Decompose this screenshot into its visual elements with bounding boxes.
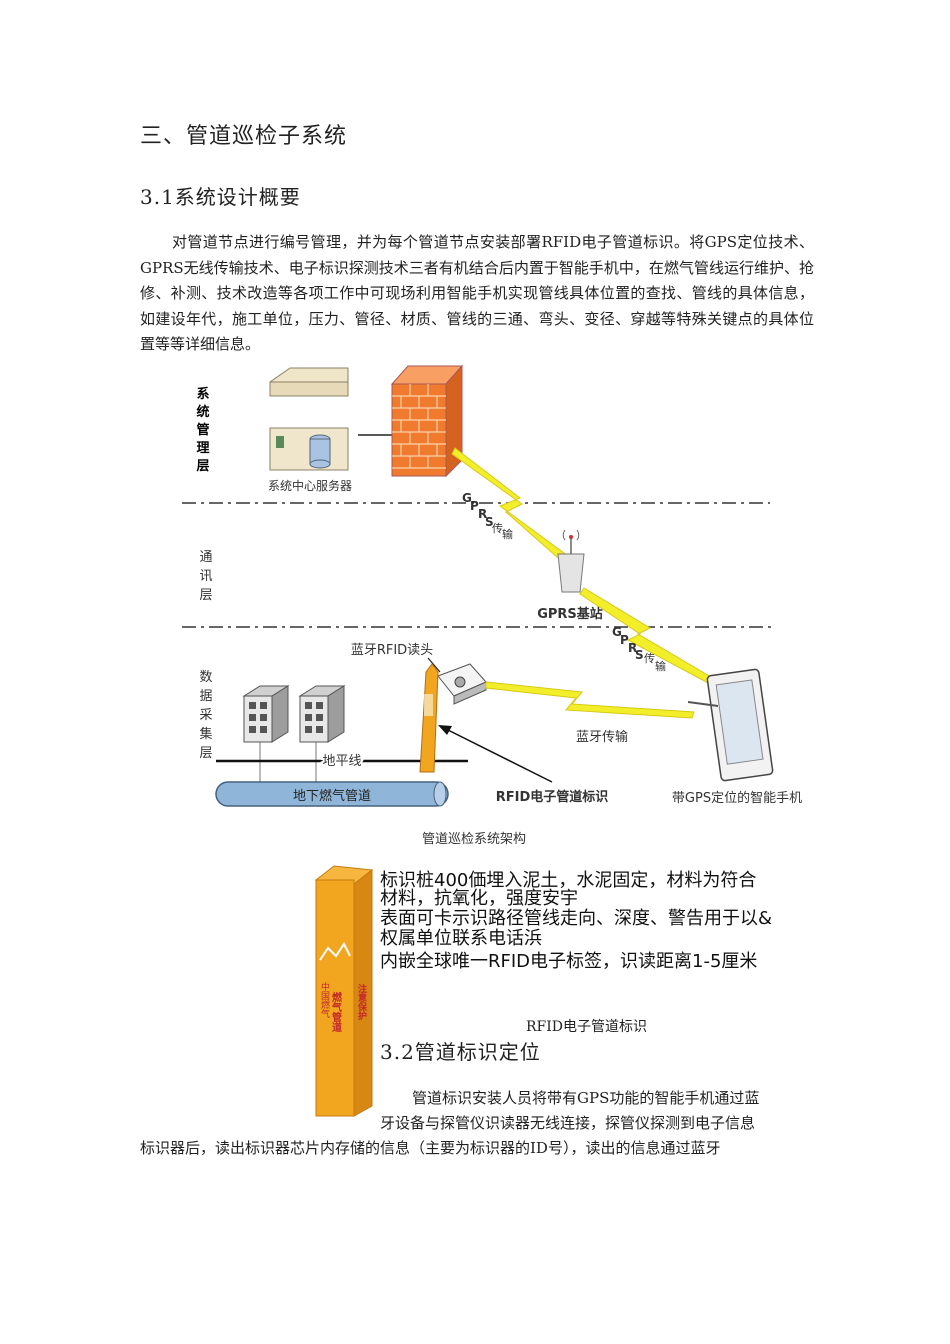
gprs-bottom-4: 传: [644, 652, 655, 665]
post-note-0: 标识桩400価埋入泥土，水泥固定，材料为符合: [380, 870, 757, 891]
building-icon-1: [242, 685, 290, 743]
layer-label-data-1: 据: [199, 689, 212, 704]
building-icon-2: [298, 685, 346, 743]
server-label: 系统中心服务器: [268, 478, 352, 493]
body-3-2-line3: 标识器后，读出标识器芯片内存储的信息（主要为标识器的ID号），读出的信息通过蓝牙: [140, 1139, 721, 1157]
bluetooth-lightning: [485, 681, 695, 719]
body-paragraph-3-1: 对管道节点进行编号管理，并为每个管道节点安装部署RFID电子管道标识。将GPS定…: [140, 233, 814, 353]
post-text-1: 注意保护: [356, 983, 368, 1021]
gprs-bottom-3: S: [635, 648, 644, 662]
layer-label-data-4: 层: [199, 746, 212, 761]
rfid-post-small-icon: [419, 663, 439, 773]
ground-label: 地平线: [322, 754, 361, 769]
bluetooth-label: 蓝牙传输: [576, 729, 628, 745]
layer-label-comm-1: 讯: [199, 569, 212, 584]
architecture-diagram: 系 统 管 理 层 通 讯 层 数 据 采 集 层 系统中心服务器: [182, 364, 802, 845]
post-caption: RFID电子管道标识: [526, 1019, 648, 1035]
firewall-icon: [390, 364, 464, 478]
post-note-3: 权属单位联系电话浜: [380, 928, 542, 949]
layer-label-data-2: 采: [199, 708, 212, 723]
gprs-bottom-1: P: [620, 633, 629, 647]
smartphone-icon: [687, 668, 774, 782]
rfid-reader-icon: [437, 663, 487, 705]
phone-label: 带GPS定位的智能手机: [672, 790, 802, 806]
layer-label-mgmt-3: 理: [196, 441, 209, 456]
post-note-2: 表面可卡示识路径管线走向、深度、警告用于以&: [380, 908, 773, 929]
gas-pipe: [215, 781, 449, 807]
layer-label-mgmt-0: 系: [196, 386, 209, 402]
gprs-station-label: GPRS基站: [537, 606, 603, 622]
post-text-0: 燃气管道: [330, 991, 343, 1033]
gprs-top-0: G: [462, 491, 472, 505]
diagram-caption: 管道巡检系统架构: [422, 832, 526, 845]
post-text-2: 中国燃气: [319, 981, 330, 1018]
layer-label-mgmt-2: 管: [196, 422, 209, 438]
post-note-4: 内嵌全球唯一RFID电子标签，识读距离1-5厘米: [380, 951, 758, 972]
layer-label-data-3: 集: [199, 726, 212, 742]
gprs-bottom-2: R: [628, 641, 637, 655]
gprs-top-1: P: [470, 499, 479, 513]
gprs-top-5: 输: [502, 527, 513, 541]
gprs-bottom-0: G: [612, 625, 622, 639]
rfid-label: RFID电子管道标识: [496, 789, 609, 805]
reader-label: 蓝牙RFID读头: [351, 643, 433, 658]
pipe-label: 地下燃气管道: [293, 788, 371, 804]
layer-label-mgmt-1: 统: [196, 404, 209, 420]
gprs-lightning-lower: [579, 587, 717, 685]
gprs-top-2: R: [478, 507, 487, 521]
arrow-head-icon: [438, 725, 452, 735]
body-3-2-line2: 牙设备与探管仪识读器无线连接，探管仪探测到电子信息: [380, 1114, 756, 1132]
post-notes: 标识桩400価埋入泥土，水泥固定，材料为符合 材料，抗氧化，强度安宇 表面可卡示…: [380, 870, 820, 972]
rfid-post-image: 中国燃气 燃气管道 注意保护: [314, 865, 374, 1117]
base-station-icon: [557, 529, 585, 593]
layer-label-comm-2: 层: [199, 588, 212, 603]
gprs-top-3: S: [485, 515, 494, 529]
gprs-top-4: 传: [492, 522, 503, 535]
gprs-bottom-5: 输: [655, 659, 666, 673]
layer-label-comm-0: 通: [199, 550, 212, 565]
section-title: 三、管道巡检子系统: [140, 124, 348, 149]
layer-label-mgmt-4: 层: [196, 459, 209, 474]
body-3-2-line1: 管道标识安装人员将带有GPS功能的智能手机通过蓝: [412, 1089, 760, 1107]
subsection-title-3-2: 3.2管道标识定位: [380, 1040, 541, 1064]
post-note-1: 材料，抗氧化，强度安宇: [380, 888, 578, 909]
layer-label-data-0: 数: [199, 670, 212, 685]
subsection-title-3-1: 3.1系统设计概要: [140, 185, 301, 209]
server-icon: [269, 367, 349, 471]
